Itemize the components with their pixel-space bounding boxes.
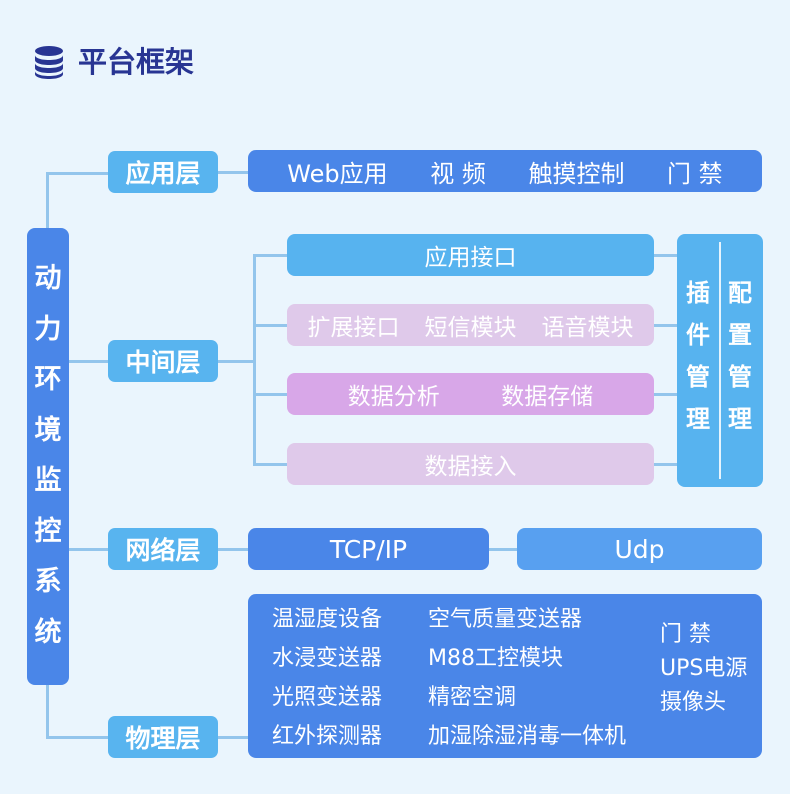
- layer-label-app: 应用层: [108, 151, 218, 193]
- mgmt-char: 插: [686, 279, 710, 307]
- layer-label-physical: 物理层: [108, 716, 218, 758]
- mgmt-char: 管: [686, 363, 710, 391]
- system-side-label: 动 力 环 境 监 控 系 统: [27, 228, 69, 685]
- physical-col-3: 门 禁 UPS电源 摄像头: [660, 618, 747, 720]
- data-item: 数据存储: [501, 384, 594, 410]
- management-box: 插 件 管 理 配 置 管 理: [677, 234, 763, 487]
- device-item: 门 禁: [660, 622, 711, 647]
- plugin-management: 插 件 管 理: [686, 276, 710, 436]
- database-icon: [35, 46, 63, 79]
- data-input-box: 数据接入: [287, 443, 654, 485]
- data-box: 数据分析 数据存储: [287, 373, 654, 415]
- mgmt-divider: [719, 242, 721, 479]
- device-item: M88工控模块: [428, 646, 563, 671]
- app-item: 触摸控制: [528, 159, 625, 188]
- layer-label-network: 网络层: [108, 528, 218, 570]
- mgmt-char: 件: [686, 321, 710, 349]
- tcp-ip-box: TCP/IP: [248, 528, 489, 570]
- data-item: 数据分析: [347, 384, 440, 410]
- config-management: 配 置 管 理: [728, 276, 752, 436]
- device-item: 水浸变送器: [272, 646, 383, 671]
- device-item: 光照变送器: [272, 685, 383, 710]
- app-item: Web应用: [287, 159, 388, 188]
- mgmt-char: 理: [686, 405, 710, 433]
- ext-item: 扩展接口: [307, 315, 400, 341]
- app-item: 门 禁: [667, 159, 723, 188]
- side-char: 环: [34, 364, 62, 395]
- physical-col-1: 温湿度设备 水浸变送器 光照变送器 红外探测器: [272, 600, 382, 756]
- device-item: UPS电源: [660, 656, 748, 681]
- side-char: 系: [34, 566, 62, 597]
- mgmt-char: 理: [728, 405, 752, 433]
- device-item: 空气质量变送器: [428, 607, 583, 632]
- extension-box: 扩展接口 短信模块 语音模块: [287, 304, 654, 346]
- side-char: 动: [34, 263, 62, 294]
- mgmt-char: 管: [728, 363, 752, 391]
- device-item: 红外探测器: [272, 724, 383, 749]
- app-layer-bar: Web应用 视 频 触摸控制 门 禁: [248, 150, 762, 192]
- udp-box: Udp: [517, 528, 762, 570]
- mgmt-char: 置: [728, 321, 752, 349]
- device-item: 加湿除湿消毒一体机: [428, 724, 627, 749]
- side-char: 控: [34, 515, 62, 547]
- device-item: 精密空调: [428, 685, 517, 710]
- side-char: 统: [34, 616, 62, 648]
- device-item: 温湿度设备: [272, 607, 383, 632]
- physical-col-2: 空气质量变送器 M88工控模块 精密空调 加湿除湿消毒一体机: [428, 600, 626, 756]
- mgmt-char: 配: [728, 279, 752, 307]
- app-item: 视 频: [430, 159, 486, 188]
- side-char: 监: [34, 465, 62, 496]
- page-title: 平台框架: [78, 45, 195, 79]
- ext-item: 短信模块: [424, 315, 517, 341]
- side-char: 境: [34, 414, 62, 446]
- app-interface-box: 应用接口: [287, 234, 654, 276]
- ext-item: 语音模块: [541, 315, 634, 341]
- side-char: 力: [34, 313, 62, 345]
- device-item: 摄像头: [660, 690, 727, 715]
- physical-layer-box: 温湿度设备 水浸变送器 光照变送器 红外探测器 空气质量变送器 M88工控模块 …: [248, 594, 762, 758]
- layer-label-middle: 中间层: [108, 340, 218, 382]
